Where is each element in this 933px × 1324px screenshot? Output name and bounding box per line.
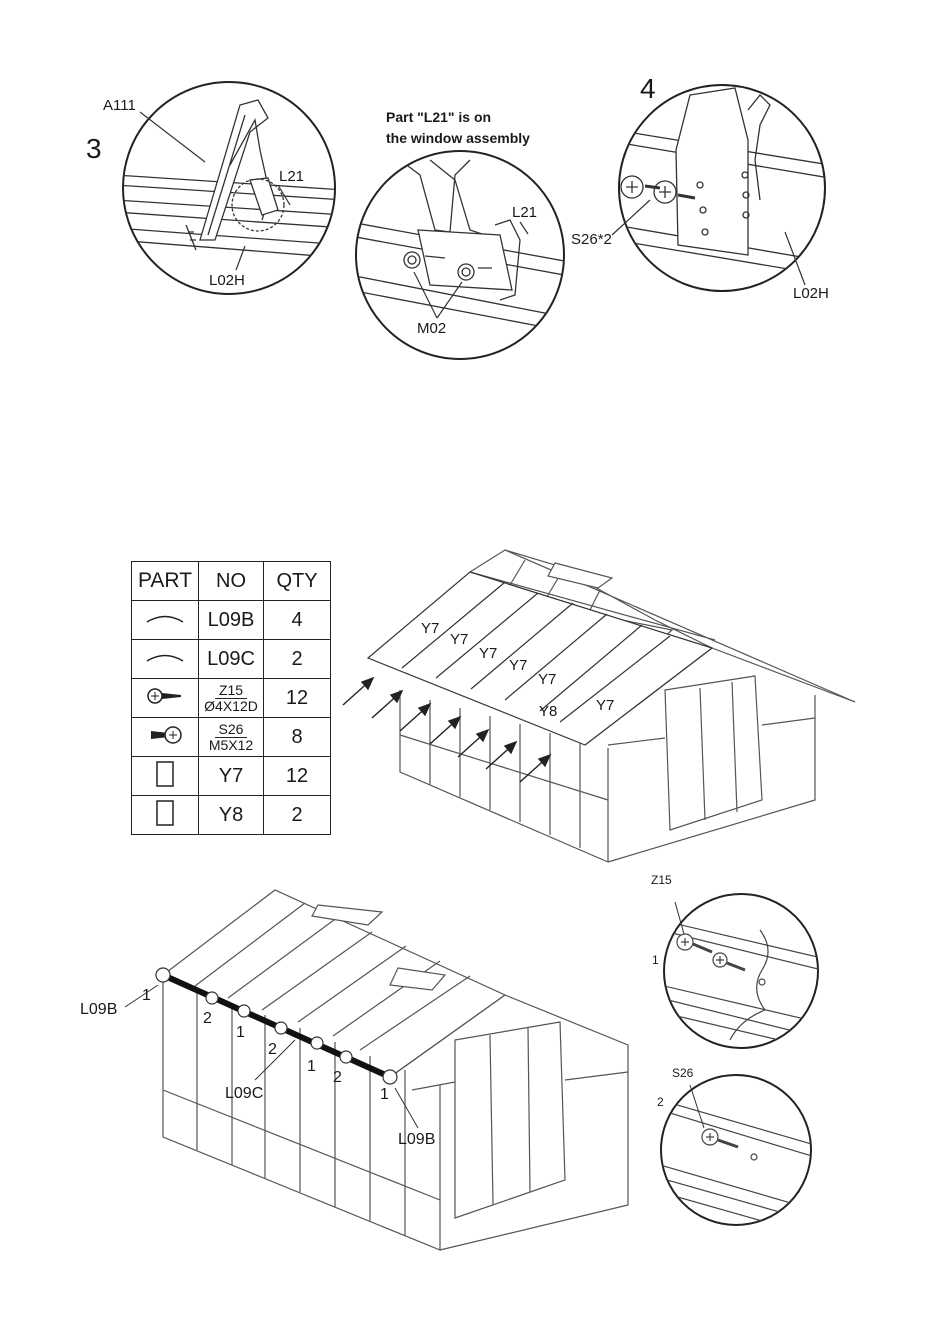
sequence-number: 1 bbox=[142, 987, 151, 1004]
roof-label-y7-2: Y7 bbox=[450, 631, 468, 648]
screw-icon bbox=[132, 718, 199, 757]
label-l09c: L09C bbox=[225, 1085, 263, 1102]
label-l02h-step3: L02H bbox=[209, 272, 245, 289]
parts-table-header: PART NO QTY bbox=[132, 562, 331, 601]
part-no: L09B bbox=[199, 601, 264, 640]
detail-circle-z15 bbox=[660, 894, 830, 1052]
note-line2: the window assembly bbox=[386, 130, 530, 146]
label-l21-middle: L21 bbox=[512, 204, 537, 221]
header-qty: QTY bbox=[264, 562, 331, 601]
part-qty: 12 bbox=[264, 679, 331, 718]
table-row: L09B 4 bbox=[132, 601, 331, 640]
roof-label-y7-6: Y7 bbox=[596, 697, 614, 714]
part-no-split: Z15 Ø4X12D bbox=[199, 679, 264, 718]
table-row: Y8 2 bbox=[132, 796, 331, 835]
detail-circle-s26 bbox=[660, 1075, 815, 1236]
table-row: S26 M5X12 8 bbox=[132, 718, 331, 757]
header-part: PART bbox=[132, 562, 199, 601]
detail2-title: S26 bbox=[672, 1066, 694, 1080]
label-l09b-right: L09B bbox=[398, 1131, 435, 1148]
roof-label-y7-3: Y7 bbox=[479, 645, 497, 662]
roof-label-y7-4: Y7 bbox=[509, 657, 527, 674]
step4-number: 4 bbox=[640, 73, 656, 104]
panel-icon bbox=[132, 796, 199, 835]
sequence-number: 2 bbox=[203, 1010, 212, 1027]
curved-bar-icon bbox=[132, 640, 199, 679]
sequence-number: 1 bbox=[236, 1024, 245, 1041]
sequence-number: 1 bbox=[307, 1058, 316, 1075]
part-qty: 8 bbox=[264, 718, 331, 757]
detail1-title: Z15 bbox=[651, 873, 672, 887]
roof-label-y7-1: Y7 bbox=[421, 620, 439, 637]
top-detail-illustrations: 3 A111 L21 L02H Part "L21" is on the win… bbox=[0, 0, 933, 420]
table-row: L09C 2 bbox=[132, 640, 331, 679]
parts-table: PART NO QTY L09B 4 L09C 2 Z15 bbox=[131, 561, 331, 835]
part-no-top: S26 bbox=[215, 722, 248, 738]
table-row: Z15 Ø4X12D 12 bbox=[132, 679, 331, 718]
part-no-split: S26 M5X12 bbox=[199, 718, 264, 757]
roof-label-y7-5: Y7 bbox=[538, 671, 556, 688]
part-qty: 2 bbox=[264, 796, 331, 835]
label-l21-step3: L21 bbox=[279, 168, 304, 185]
part-qty: 2 bbox=[264, 640, 331, 679]
detail-circle-step3 bbox=[115, 82, 345, 294]
sequence-number: 2 bbox=[333, 1069, 342, 1086]
label-m02: M02 bbox=[417, 320, 446, 337]
table-row: Y7 12 bbox=[132, 757, 331, 796]
part-no-top: Z15 bbox=[215, 683, 247, 699]
note-line1: Part "L21" is on bbox=[386, 109, 491, 125]
sequence-number: 2 bbox=[268, 1041, 277, 1058]
part-no: Y8 bbox=[199, 796, 264, 835]
screw-icon bbox=[132, 679, 199, 718]
detail2-step: 2 bbox=[657, 1095, 664, 1109]
step3-number: 3 bbox=[86, 133, 102, 164]
part-no: L09C bbox=[199, 640, 264, 679]
curved-bar-icon bbox=[132, 601, 199, 640]
edge-bar bbox=[163, 975, 390, 1077]
part-no-bottom: M5X12 bbox=[209, 738, 253, 753]
panel-icon bbox=[132, 757, 199, 796]
part-qty: 4 bbox=[264, 601, 331, 640]
detail1-step: 1 bbox=[652, 953, 659, 967]
header-no: NO bbox=[199, 562, 264, 601]
detail-circle-window-assembly bbox=[350, 151, 570, 359]
part-no: Y7 bbox=[199, 757, 264, 796]
part-no-bottom: Ø4X12D bbox=[204, 699, 258, 714]
sequence-number: 1 bbox=[380, 1086, 389, 1103]
detail-circle-step4 bbox=[612, 85, 830, 291]
label-l02h-step4: L02H bbox=[793, 285, 829, 302]
label-l09b-left: L09B bbox=[80, 1001, 117, 1018]
roof-label-y8: Y8 bbox=[539, 703, 557, 720]
label-s26x2: S26*2 bbox=[571, 231, 612, 248]
part-qty: 12 bbox=[264, 757, 331, 796]
label-a111: A111 bbox=[103, 97, 136, 114]
